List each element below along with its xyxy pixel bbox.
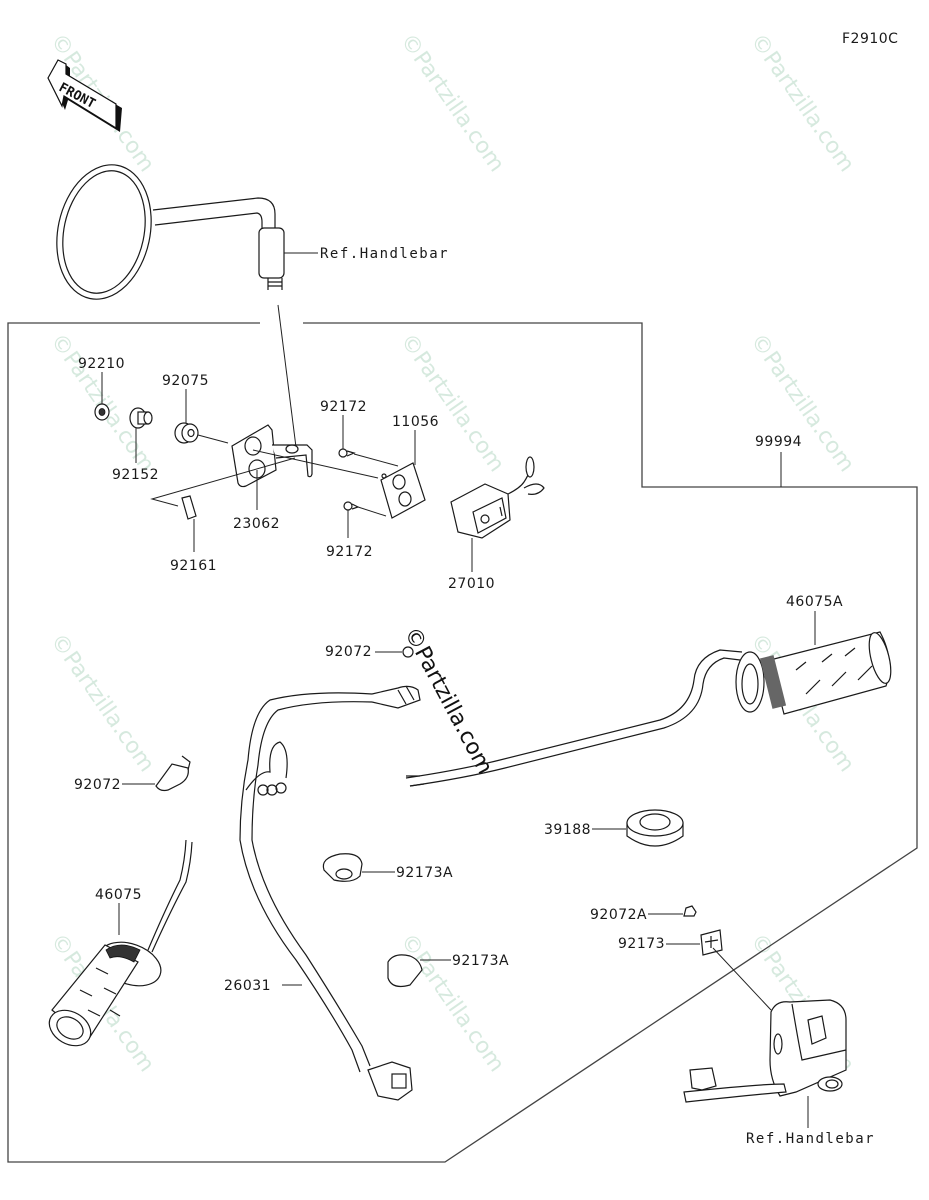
part-46075A: 46075A <box>735 594 892 715</box>
label-23062: 23062 <box>233 516 280 532</box>
part-27010: 27010 <box>448 456 545 592</box>
part-26031: 26031 <box>224 685 421 1101</box>
label-11056: 11056 <box>392 414 439 430</box>
label-92072-upper: 92072 <box>325 644 372 660</box>
part-92075: 92075 <box>162 373 229 444</box>
watermark: ©Partzilla.com <box>395 929 509 1077</box>
part-92172-upper: 92172 <box>320 399 399 467</box>
part-11056: 11056 <box>380 414 439 519</box>
label-92172-lower: 92172 <box>326 544 373 560</box>
watermark: ©Partzilla.com <box>745 29 859 177</box>
label-92075: 92075 <box>162 373 209 389</box>
watermark: ©Partzilla.com <box>395 329 509 477</box>
watermark: ©Partzilla.com <box>395 29 509 177</box>
kit-boundary <box>7 322 918 1163</box>
label-92173: 92173 <box>618 936 665 952</box>
mirror <box>56 164 298 456</box>
ref-handlebar-mirror: Ref.Handlebar <box>320 246 449 262</box>
part-92210: 92210 <box>78 356 125 421</box>
part-92072A: 92072A <box>590 905 697 923</box>
label-92172-upper: 92172 <box>320 399 367 415</box>
part-46075: 46075 <box>48 839 193 1047</box>
label-99994: 99994 <box>755 434 802 450</box>
part-23062: 23062 <box>231 424 379 532</box>
label-46075: 46075 <box>95 887 142 903</box>
label-92072-left: 92072 <box>74 777 121 793</box>
label-92173A-upper: 92173A <box>396 865 453 881</box>
label-27010: 27010 <box>448 576 495 592</box>
grip-wire-right-inner <box>409 657 741 787</box>
part-92152: 92152 <box>112 407 159 483</box>
wire-terminals <box>406 775 425 787</box>
part-92173A-upper: 92173A <box>322 853 453 882</box>
part-92161: 92161 <box>150 457 296 574</box>
part-92072-left: 92072 <box>74 755 191 793</box>
switch-housing <box>683 999 847 1128</box>
watermark-dark: ©Partzilla.com <box>399 623 497 778</box>
label-92072A: 92072A <box>590 907 647 923</box>
part-92173: 92173 <box>618 929 772 1011</box>
grip-wire-right <box>405 649 743 779</box>
part-92072-upper: 92072 <box>325 644 414 660</box>
label-92173A-lower: 92173A <box>452 953 509 969</box>
watermark: ©Partzilla.com <box>45 629 159 777</box>
part-92173A-lower: 92173A <box>387 953 509 988</box>
label-92161: 92161 <box>170 558 217 574</box>
label-92152: 92152 <box>112 467 159 483</box>
label-26031: 26031 <box>224 978 271 994</box>
part-92172-lower: 92172 <box>326 501 387 560</box>
part-39188: 39188 <box>544 809 684 847</box>
label-92210: 92210 <box>78 356 125 372</box>
label-46075A: 46075A <box>786 594 843 610</box>
label-39188: 39188 <box>544 822 591 838</box>
watermark: ©Partzilla.com <box>745 329 859 477</box>
figure-code: F2910C <box>842 31 898 47</box>
ref-handlebar-switch: Ref.Handlebar <box>746 1131 875 1147</box>
